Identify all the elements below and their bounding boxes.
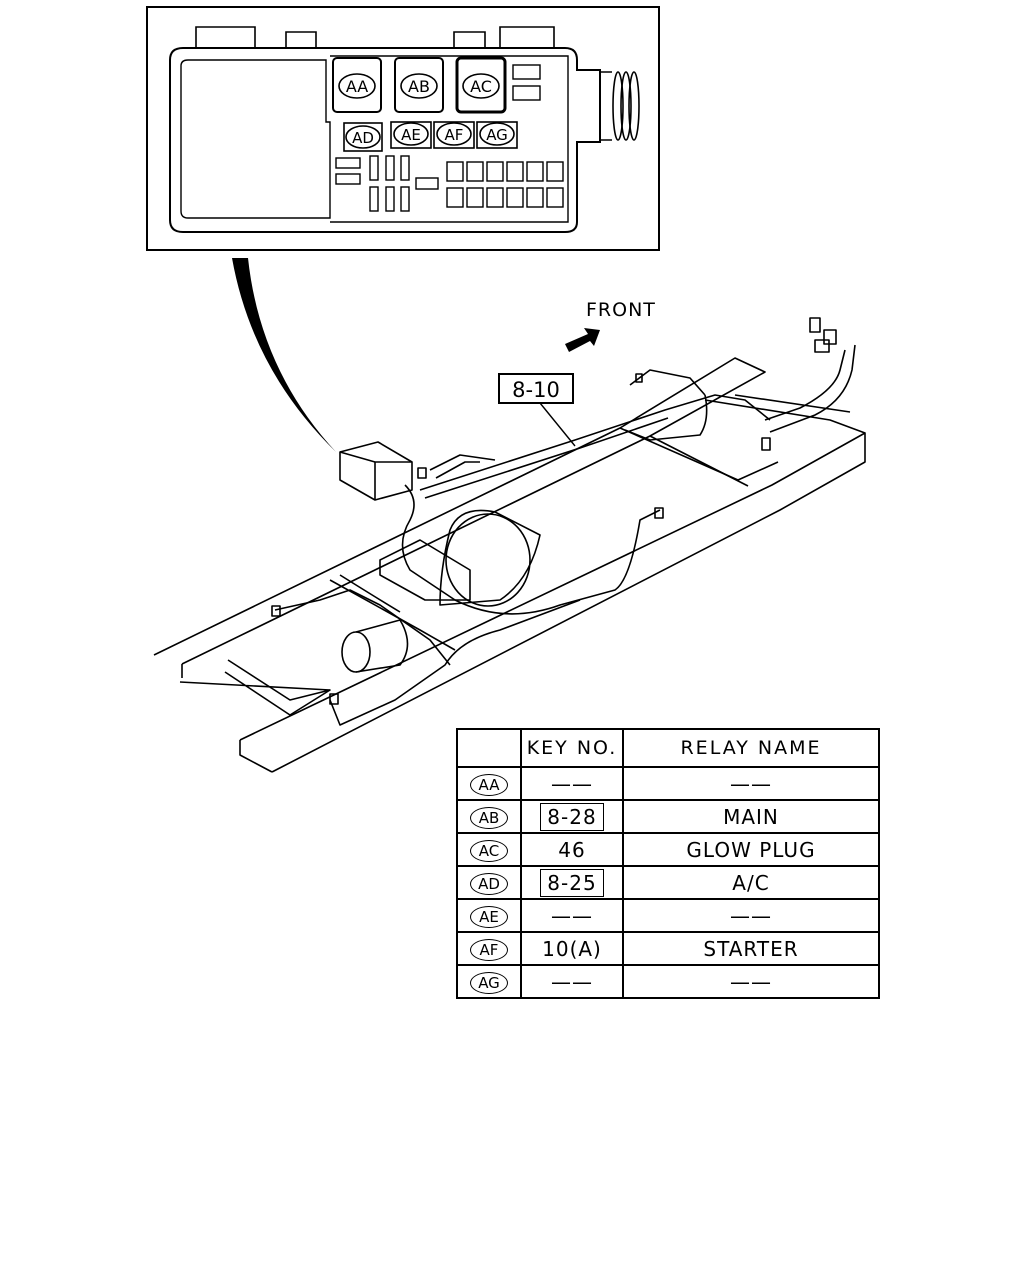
callout-pointer <box>232 258 336 452</box>
relay-name-cell: —— <box>622 898 880 933</box>
relay-code-AC: AC <box>470 77 492 96</box>
header-relay-name: RELAY NAME <box>622 728 880 768</box>
relay-label-AC: AC <box>462 73 500 99</box>
relay-name-cell: STARTER <box>622 931 880 966</box>
relay-label-AA: AA <box>338 73 376 99</box>
relay-code-oval: AB <box>470 807 508 829</box>
relay-label-AG: AG <box>479 122 515 146</box>
relay-code-AB: AB <box>408 77 430 96</box>
header-key-no: KEY NO. <box>520 728 624 768</box>
relay-code-oval: AD <box>470 873 508 895</box>
vehicle-chassis-drawing <box>153 317 866 773</box>
table-row: AC 46 GLOW PLUG <box>456 832 880 867</box>
relay-code-oval: AE <box>470 906 508 928</box>
relay-name-cell: —— <box>622 964 880 999</box>
key-no-cell: 46 <box>520 832 624 867</box>
relay-code-oval: AG <box>470 972 508 994</box>
relay-name-cell: —— <box>622 766 880 801</box>
inset-frame <box>146 6 660 251</box>
key-no-cell: —— <box>520 898 624 933</box>
relay-table: KEY NO. RELAY NAME AA —— —— AB 8-28 MAIN… <box>456 728 880 999</box>
relay-code-AG: AG <box>486 126 508 144</box>
table-row: AB 8-28 MAIN <box>456 799 880 834</box>
relay-code-oval: AA <box>470 774 508 796</box>
relay-label-AD: AD <box>345 125 381 149</box>
relay-label-AB: AB <box>400 73 438 99</box>
front-arrow-icon <box>565 328 600 352</box>
relay-code-AD: AD <box>352 129 374 147</box>
relay-name-cell: GLOW PLUG <box>622 832 880 867</box>
key-no-cell: —— <box>520 964 624 999</box>
table-row: AF 10(A) STARTER <box>456 931 880 966</box>
header-code <box>456 728 522 768</box>
front-label: FRONT <box>586 299 656 321</box>
ref-box-8-10 <box>498 373 574 404</box>
key-no-boxed: 8-25 <box>540 868 604 897</box>
relay-label-AE: AE <box>393 122 429 146</box>
relay-code-AA: AA <box>346 77 368 96</box>
table-row: AG —— —— <box>456 964 880 999</box>
relay-code-AE: AE <box>401 126 421 144</box>
relay-code-oval: AF <box>470 939 508 961</box>
relay-box-inset <box>146 6 660 251</box>
key-no-cell: 10(A) <box>520 931 624 966</box>
table-row: AD 8-25 A/C <box>456 865 880 900</box>
table-header-row: KEY NO. RELAY NAME <box>456 728 880 768</box>
table-row: AA —— —— <box>456 766 880 801</box>
key-no-boxed: 8-28 <box>540 802 604 831</box>
relay-name-cell: A/C <box>622 865 880 900</box>
table-row: AE —— —— <box>456 898 880 933</box>
relay-name-cell: MAIN <box>622 799 880 834</box>
relay-code-oval: AC <box>470 840 508 862</box>
key-no-cell: —— <box>520 766 624 801</box>
relay-label-AF: AF <box>436 122 472 146</box>
relay-code-AF: AF <box>445 126 464 144</box>
ref-box-label: 8-10 <box>512 378 560 402</box>
